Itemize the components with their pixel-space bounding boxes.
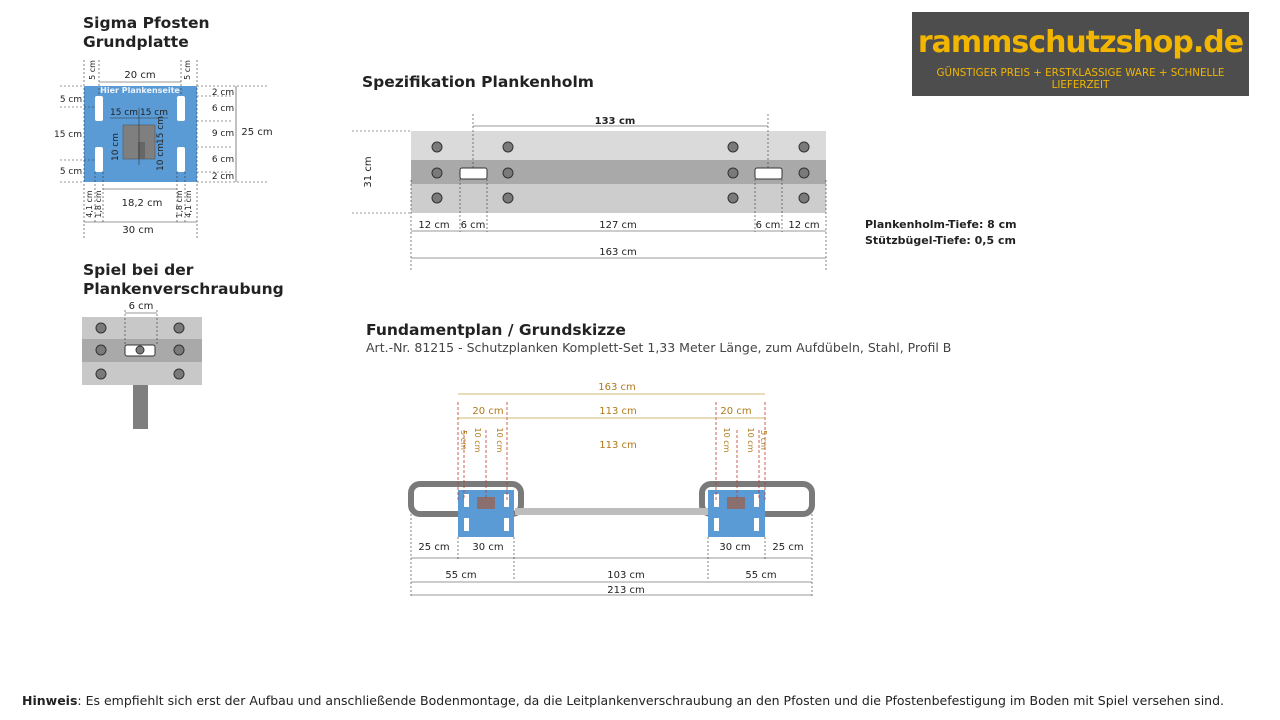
grundplatte-title-line2: Grundplatte: [83, 33, 189, 51]
fundament-subtitle: Art.-Nr. 81215 - Schutzplanken Komplett-…: [366, 340, 952, 355]
grundplatte-drawing: [60, 60, 268, 240]
gp-inner-v2: 15 cm: [156, 116, 166, 144]
plank-slot: [459, 167, 488, 180]
fp-row3-total: 213 cm: [607, 585, 645, 596]
ph-total: 163 cm: [599, 247, 637, 258]
spiel-title-line1: Spiel bei der: [83, 261, 194, 279]
spec-plankenholm-tiefe: Plankenholm-Tiefe: 8 cm: [865, 218, 1017, 231]
fundament-middle-rail: [515, 508, 708, 515]
fp-v-10d: 10 cm: [746, 428, 755, 453]
gp-top-right-margin: 5 cm: [183, 60, 192, 80]
fp-v-5a: 5 cm: [459, 430, 468, 450]
logo-brand-text: rammschutzshop.de: [917, 25, 1244, 60]
grundplatte-title-line1: Sigma Pfosten: [83, 14, 210, 32]
ph-seg-left: 12 cm: [418, 220, 449, 231]
plate-slot: [95, 147, 103, 172]
gp-right-5: 2 cm: [212, 172, 234, 182]
fp-inner-label: 113 cm: [599, 440, 637, 451]
ph-seg-right: 12 cm: [788, 220, 819, 231]
gp-left-top: 5 cm: [60, 95, 82, 105]
spiel-title: Spiel bei der Plankenverschraubung: [83, 261, 284, 299]
fp-v-10a: 10 cm: [473, 428, 482, 453]
spec-stuetzbuegel-tiefe: Stützbügel-Tiefe: 0,5 cm: [865, 234, 1016, 247]
fp-row2-mid: 103 cm: [607, 570, 645, 581]
technical-drawing: 20 cm 5 cm 5 cm Hier Plankenseite 5 cm 1…: [54, 60, 827, 596]
logo-tagline: GÜNSTIGER PREIS + ERSTKLASSIGE WARE + SC…: [936, 67, 1225, 91]
fp-v-10b: 10 cm: [495, 428, 504, 453]
gp-bottom-l1: 4,1 cm: [85, 190, 94, 218]
gp-inner-v1: 10 cm: [111, 133, 121, 161]
gp-inner-h2: 15 cm: [140, 108, 168, 118]
fp-br-25: 25 cm: [772, 542, 803, 553]
post-inner: [138, 142, 145, 159]
hinweis-note: Hinweis: Es empfiehlt sich erst der Aufb…: [22, 693, 1224, 708]
fundament-drawing: [408, 393, 815, 596]
ph-hole-span: 133 cm: [595, 116, 636, 127]
grundplatte-title: Sigma Pfosten Grundplatte: [83, 14, 210, 52]
fp-row2-left: 55 cm: [445, 570, 476, 581]
spiel-post: [133, 385, 148, 429]
gp-bottom-inner: 18,2 cm: [122, 198, 163, 209]
brand-logo[interactable]: rammschutzshop.de GÜNSTIGER PREIS + ERST…: [912, 12, 1249, 96]
spiel-drawing: [82, 310, 202, 429]
fp-v-5b: 5 cm: [759, 430, 768, 450]
spiel-gap: 6 cm: [129, 301, 154, 312]
ph-middle: 127 cm: [599, 220, 637, 231]
hinweis-label: Hinweis: [22, 693, 78, 708]
gp-bottom-total: 30 cm: [122, 225, 153, 236]
gp-bottom-l2: 1,8 cm: [94, 190, 103, 218]
gp-right-2: 6 cm: [212, 104, 234, 114]
gp-bottom-r1: 1,8 cm: [175, 190, 184, 218]
fundament-title: Fundamentplan / Grundskizze: [366, 321, 626, 339]
spiel-title-line2: Plankenverschraubung: [83, 280, 284, 298]
plank-slot: [754, 167, 783, 180]
gp-right-3: 9 cm: [212, 129, 234, 139]
plate-slot: [177, 96, 185, 121]
gp-top-left-margin: 5 cm: [88, 60, 97, 80]
fp-top-total: 163 cm: [598, 382, 636, 393]
fp-v-10c: 10 cm: [722, 428, 731, 453]
ph-slot-right: 6 cm: [756, 220, 781, 231]
gp-label-side: Hier Plankenseite: [100, 86, 180, 95]
ph-height: 31 cm: [363, 156, 374, 187]
fp-row2-right: 55 cm: [745, 570, 776, 581]
gp-inner-v3: 10 cm: [156, 143, 166, 171]
gp-left-mid: 15 cm: [54, 130, 82, 140]
gp-left-bottom: 5 cm: [60, 167, 82, 177]
plate-slot: [95, 96, 103, 121]
fp-left-post: 20 cm: [472, 406, 503, 417]
fp-bl-25: 25 cm: [418, 542, 449, 553]
hinweis-text: : Es empfiehlt sich erst der Aufbau und …: [77, 693, 1224, 708]
plate-slot: [177, 147, 185, 172]
gp-right-total: 25 cm: [241, 127, 272, 138]
gp-right-1: 2 cm: [212, 88, 234, 98]
gp-inner-h1: 15 cm: [110, 108, 138, 118]
plankenholm-drawing: [352, 114, 827, 272]
fp-right-post: 20 cm: [720, 406, 751, 417]
fp-middle: 113 cm: [599, 406, 637, 417]
gp-bottom-r2: 4,1 cm: [184, 190, 193, 218]
ph-slot-left: 6 cm: [461, 220, 486, 231]
gp-right-4: 6 cm: [212, 155, 234, 165]
fp-br-30: 30 cm: [719, 542, 750, 553]
gp-top-width: 20 cm: [124, 70, 155, 81]
fp-bl-30: 30 cm: [472, 542, 503, 553]
plankenholm-title: Spezifikation Plankenholm: [362, 73, 594, 91]
